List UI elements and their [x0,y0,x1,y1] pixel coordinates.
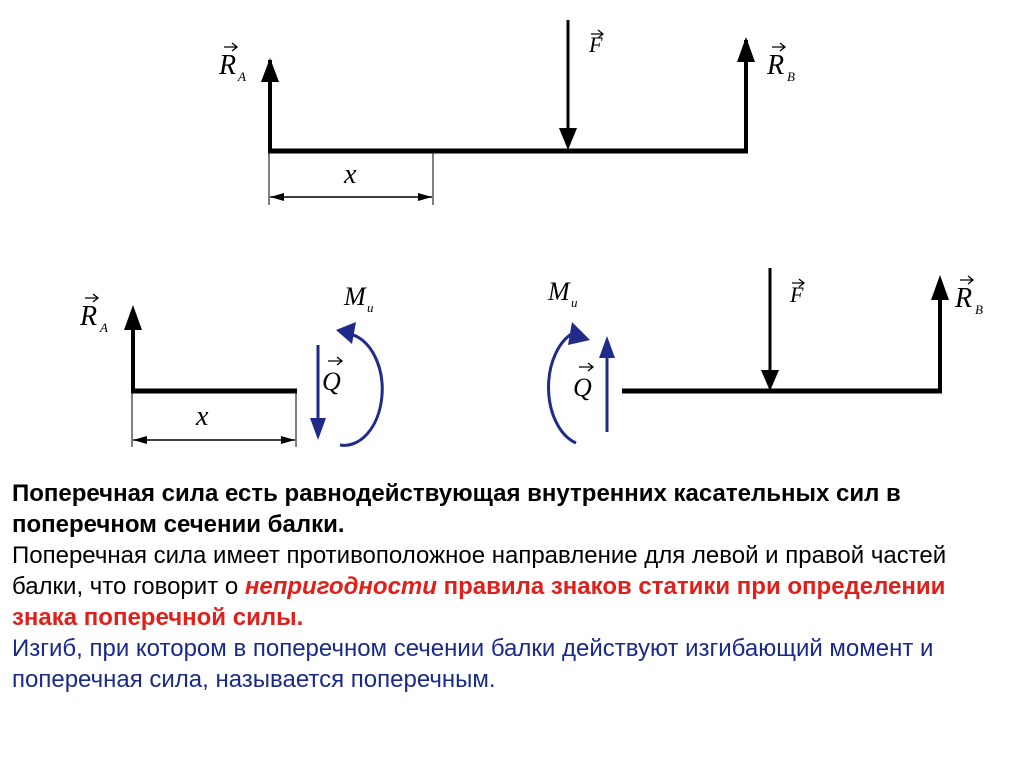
right-part-diagram: F R B Q M и [547,268,983,445]
top-f-arrowhead [559,128,577,150]
left-moment-arc [339,332,384,447]
svg-text:B: B [975,302,983,317]
right-m-label: M и [547,277,578,310]
right-q-arrowhead [599,336,615,358]
left-q-arrowhead [310,418,326,440]
right-f-label: F [789,278,805,307]
svg-text:A: A [237,69,246,84]
svg-text:A: A [99,320,108,335]
sign-rule-emphasis-italic: непригодности [244,573,437,600]
sign-rule-emphasis-rest: правила знаков статики при определении з… [12,573,946,631]
top-rb-arrowhead [737,37,755,62]
svg-text:F: F [789,282,804,307]
right-moment-arc [547,330,577,445]
sign-rule-emphasis: непригодности правила знаков статики при… [12,573,945,631]
sign-rule-start: Поперечная сила имеет противоположное на… [12,542,947,600]
svg-text:Q: Q [322,367,341,396]
right-rb-arrowhead [931,275,949,300]
svg-text:R: R [79,301,97,332]
svg-text:B: B [787,69,795,84]
top-beam-diagram: x R A F R B [218,20,795,205]
svg-text:R: R [218,50,236,81]
svg-text:F: F [588,32,603,57]
svg-text:R: R [766,50,784,81]
left-m-label: M и [343,282,374,315]
left-x-label: x [195,401,209,432]
top-ra-label: R A [218,42,246,84]
beam-diagram: x R A F R B x R A [79,20,983,447]
left-ra-arrowhead [124,305,142,330]
top-rb-label: R B [766,42,795,84]
svg-text:и: и [571,295,578,310]
left-part-diagram: x R A Q M и [79,282,384,447]
left-moment-arrowhead [336,322,356,344]
top-ra-arrowhead [261,58,279,82]
top-x-label: x [343,159,357,190]
svg-text:Q: Q [573,373,592,402]
svg-text:R: R [954,283,972,314]
right-moment-arrowhead [568,322,590,345]
left-q-label: Q [322,356,344,396]
svg-text:и: и [367,300,374,315]
sign-rule-paragraph: Поперечная сила имеет противоположное на… [12,540,1017,633]
right-rb-label: R B [954,275,983,317]
explanation-text: Поперечная сила есть равнодействующая вн… [12,478,1017,695]
definition-paragraph: Поперечная сила есть равнодействующая вн… [12,480,901,538]
right-f-arrowhead [761,370,779,391]
svg-text:M: M [343,282,367,311]
bending-paragraph: Изгиб, при котором в поперечном сечении … [12,635,934,693]
svg-text:M: M [547,277,571,306]
left-ra-label: R A [79,293,108,335]
top-f-label: F [588,29,604,57]
right-q-label: Q [573,362,595,402]
